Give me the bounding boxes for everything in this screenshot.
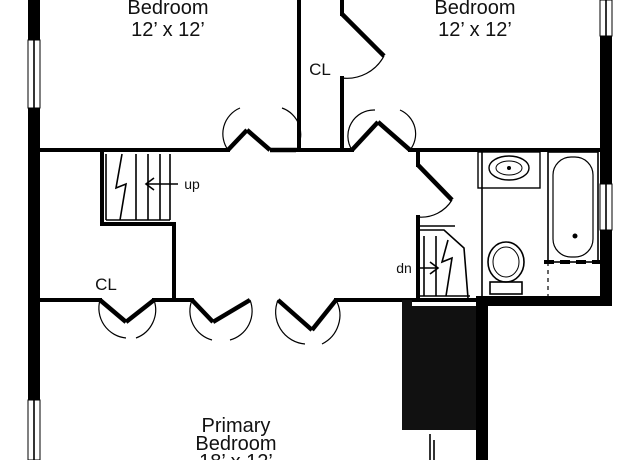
door-bath[interactable] <box>416 163 454 218</box>
door-hall-left[interactable] <box>222 107 302 153</box>
door-primary-right[interactable] <box>275 298 341 345</box>
west-wall <box>28 0 40 460</box>
primary-bedroom-name-line1: Primary <box>202 415 271 437</box>
bedroom-right-name: Bedroom <box>434 0 515 19</box>
bath-fixtures <box>477 151 600 296</box>
sink-icon <box>477 151 541 189</box>
window-west-lower <box>27 399 41 460</box>
door-closet-upper[interactable] <box>340 12 386 79</box>
door-hall-right[interactable] <box>347 109 417 152</box>
primary-bedroom-name-line2: Bedroom <box>195 433 276 455</box>
interior-walls <box>38 0 602 302</box>
stair-down: dn <box>396 229 470 299</box>
room-labels: Bedroom 12’ x 12’ Bedroom 12’ x 12’ Prim… <box>95 0 515 460</box>
door-primary-left[interactable] <box>189 298 253 341</box>
window-east-bath <box>599 183 613 231</box>
east-step-wall <box>486 296 612 306</box>
window-east-upper <box>599 0 613 37</box>
closet-lower-label: CL <box>95 275 117 294</box>
door-closet-lower[interactable] <box>98 298 157 339</box>
closet-upper-label: CL <box>309 60 331 79</box>
bedroom-left-dims: 12’ x 12’ <box>131 19 205 41</box>
bathtub-icon <box>544 151 600 296</box>
stair-down-label: dn <box>396 260 412 276</box>
toilet-icon <box>487 241 525 295</box>
stair-up: up <box>105 153 200 221</box>
chimney-shaft <box>402 306 476 430</box>
stair-up-arrow-icon <box>144 177 155 191</box>
window-west-upper <box>27 39 41 109</box>
stair-down-arrow-icon <box>429 261 440 275</box>
bedroom-right-dims: 12’ x 12’ <box>438 19 512 41</box>
shaft <box>402 300 476 460</box>
stair-up-label: up <box>184 176 200 192</box>
primary-bedroom-dims: 18’ x 12’ <box>199 451 273 460</box>
windows <box>27 0 613 460</box>
bedroom-left-name: Bedroom <box>127 0 208 19</box>
primary-east-wall <box>476 296 488 460</box>
